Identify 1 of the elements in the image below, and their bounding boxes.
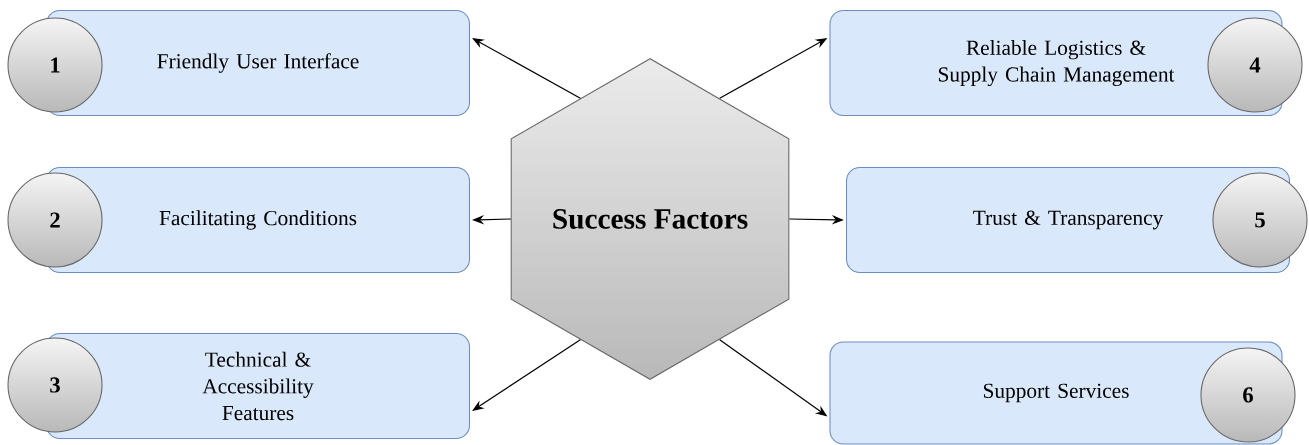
hexagon: Success Factors (510, 58, 790, 380)
